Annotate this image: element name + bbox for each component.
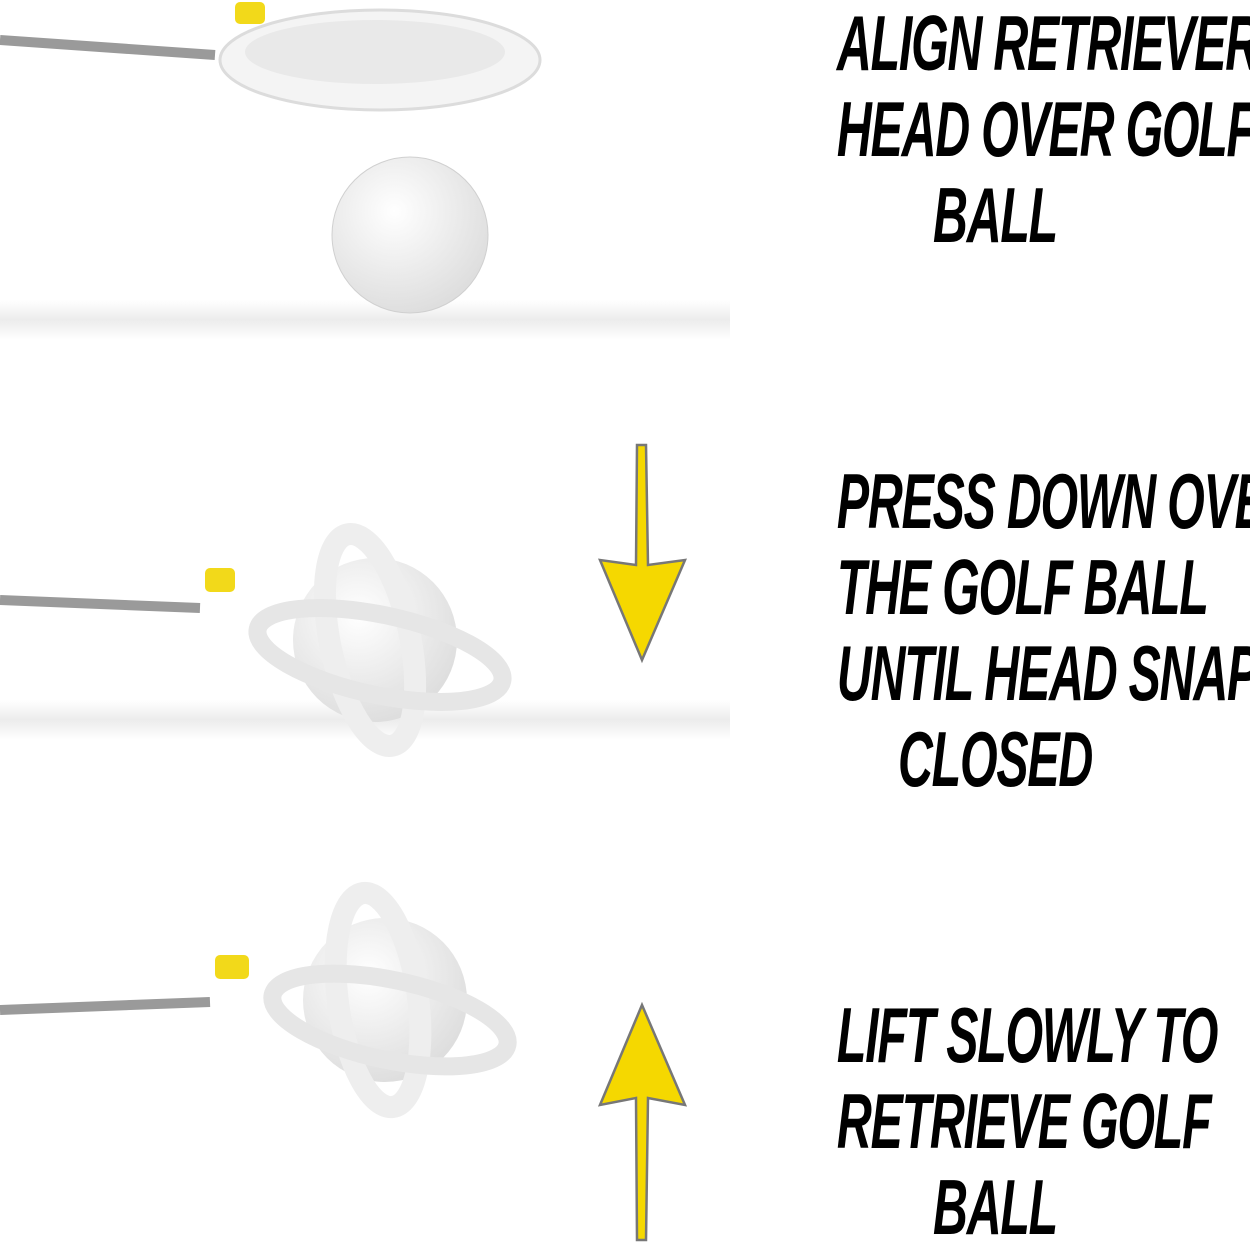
step-2-text: PRESS DOWN OVER THE GOLF BALL UNTIL HEAD… — [740, 458, 1250, 802]
arrow-down-icon — [597, 443, 688, 664]
step-2-line-3: UNTIL HEAD SNAPS — [836, 629, 1250, 717]
step-3-line-1: LIFT SLOWLY TO — [836, 991, 1218, 1079]
step-1-text: ALIGN RETRIEVER HEAD OVER GOLF BALL — [740, 0, 1250, 258]
arrow-up-icon — [597, 1001, 688, 1242]
step-1-line-2: HEAD OVER GOLF — [836, 85, 1250, 173]
step-2-illustration — [0, 523, 730, 757]
step-3-text: LIFT SLOWLY TO RETRIEVE GOLF BALL — [740, 992, 1250, 1250]
step-3-line-2: RETRIEVE GOLF — [836, 1077, 1212, 1165]
step-1-line-3: BALL — [933, 171, 1058, 259]
step-2-line-1: PRESS DOWN OVER — [836, 457, 1250, 545]
step-1-illustration — [0, 2, 730, 340]
step-2-line-4: CLOSED — [897, 715, 1093, 803]
step-1-line-1: ALIGN RETRIEVER — [836, 0, 1250, 87]
step-2-line-2: THE GOLF BALL — [836, 543, 1209, 631]
step-3-illustration — [0, 881, 517, 1119]
step-3-line-3: BALL — [933, 1163, 1058, 1251]
